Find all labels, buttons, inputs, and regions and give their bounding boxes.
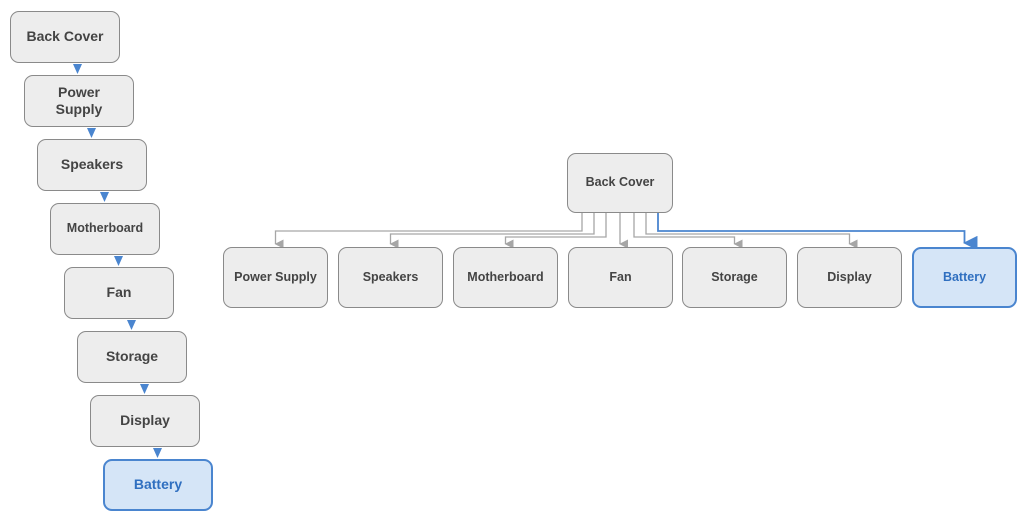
tree-node-label: Power Supply (234, 269, 317, 284)
tree-node-label: Storage (711, 269, 758, 284)
tree-node-label: Back Cover (585, 175, 655, 190)
stack-arrow-6 (140, 384, 149, 394)
stack-node-label: Speakers (60, 156, 124, 173)
stack-node-label: Storage (105, 348, 159, 365)
tree-node-label: Battery (942, 269, 987, 284)
tree-edge-power-supply (274, 213, 583, 249)
tree-root-back-cover: Back Cover (567, 153, 673, 213)
stack-node-label: Display (120, 412, 170, 429)
tree-edge-storage (633, 213, 743, 249)
stack-node-speakers: Speakers (37, 139, 147, 191)
stack-arrow-3 (100, 192, 109, 202)
tree-node-label: Speakers (362, 269, 419, 284)
stack-node-label: Battery (133, 476, 183, 493)
tree-child-battery: Battery (912, 247, 1017, 308)
stack-node-label: Motherboard (66, 221, 144, 236)
stack-arrow-1 (73, 64, 82, 74)
tree-child-speakers: Speakers (338, 247, 443, 308)
stack-node-motherboard: Motherboard (50, 203, 160, 255)
tree-child-storage: Storage (682, 247, 787, 308)
tree-child-fan: Fan (568, 247, 673, 308)
stack-node-storage: Storage (77, 331, 187, 383)
tree-child-display: Display (797, 247, 902, 308)
stack-arrow-4 (114, 256, 123, 266)
tree-node-label: Display (827, 269, 872, 284)
stack-node-fan: Fan (64, 267, 174, 319)
stack-node-battery: Battery (103, 459, 213, 511)
stack-node-label: Power Supply (55, 83, 103, 118)
tree-edge-battery (657, 213, 978, 251)
stack-node-label: Back Cover (26, 28, 104, 45)
tree-edge-speakers (389, 213, 595, 249)
stack-node-power-supply: Power Supply (24, 75, 134, 127)
stack-arrow-2 (87, 128, 96, 138)
tree-edge-motherboard (504, 213, 607, 249)
tree-connectors (274, 213, 978, 251)
tree-node-label: Motherboard (467, 269, 544, 284)
stack-node-display: Display (90, 395, 200, 447)
tree-node-label: Fan (609, 269, 632, 284)
stack-node-back-cover: Back Cover (10, 11, 120, 63)
stack-node-label: Fan (106, 284, 132, 301)
stack-arrow-5 (127, 320, 136, 330)
tree-edge-display (645, 213, 858, 249)
tree-child-power-supply: Power Supply (223, 247, 328, 308)
stack-arrow-7 (153, 448, 162, 458)
tree-child-motherboard: Motherboard (453, 247, 558, 308)
